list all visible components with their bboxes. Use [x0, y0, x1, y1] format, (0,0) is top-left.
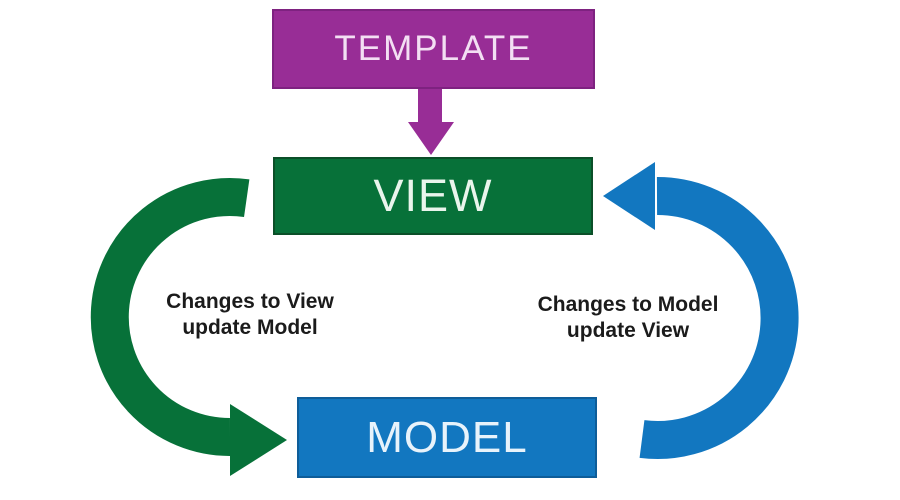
- view-to-model-arrowhead: [230, 404, 287, 476]
- caption-right-line1: Changes to Model: [537, 293, 719, 316]
- model-to-view-arrowhead: [603, 162, 655, 230]
- template-to-view-arrow: [408, 89, 454, 155]
- view-to-model-arrow-curve: [90, 178, 250, 457]
- caption-model-updates-view: Changes to Model update View: [498, 292, 758, 344]
- model-box-label: MODEL: [366, 412, 528, 462]
- view-box: VIEW: [273, 157, 593, 235]
- template-box: TEMPLATE: [272, 9, 595, 89]
- template-box-label: TEMPLATE: [334, 29, 533, 68]
- caption-right-line2: update View: [566, 319, 690, 342]
- caption-left-line1: Changes to View: [166, 290, 334, 313]
- model-to-view-arrow-curve: [639, 176, 799, 459]
- view-box-label: VIEW: [373, 170, 493, 221]
- caption-view-updates-model: Changes to View update Model: [120, 289, 380, 341]
- model-box: MODEL: [297, 397, 597, 478]
- caption-left-line2: update Model: [182, 316, 318, 339]
